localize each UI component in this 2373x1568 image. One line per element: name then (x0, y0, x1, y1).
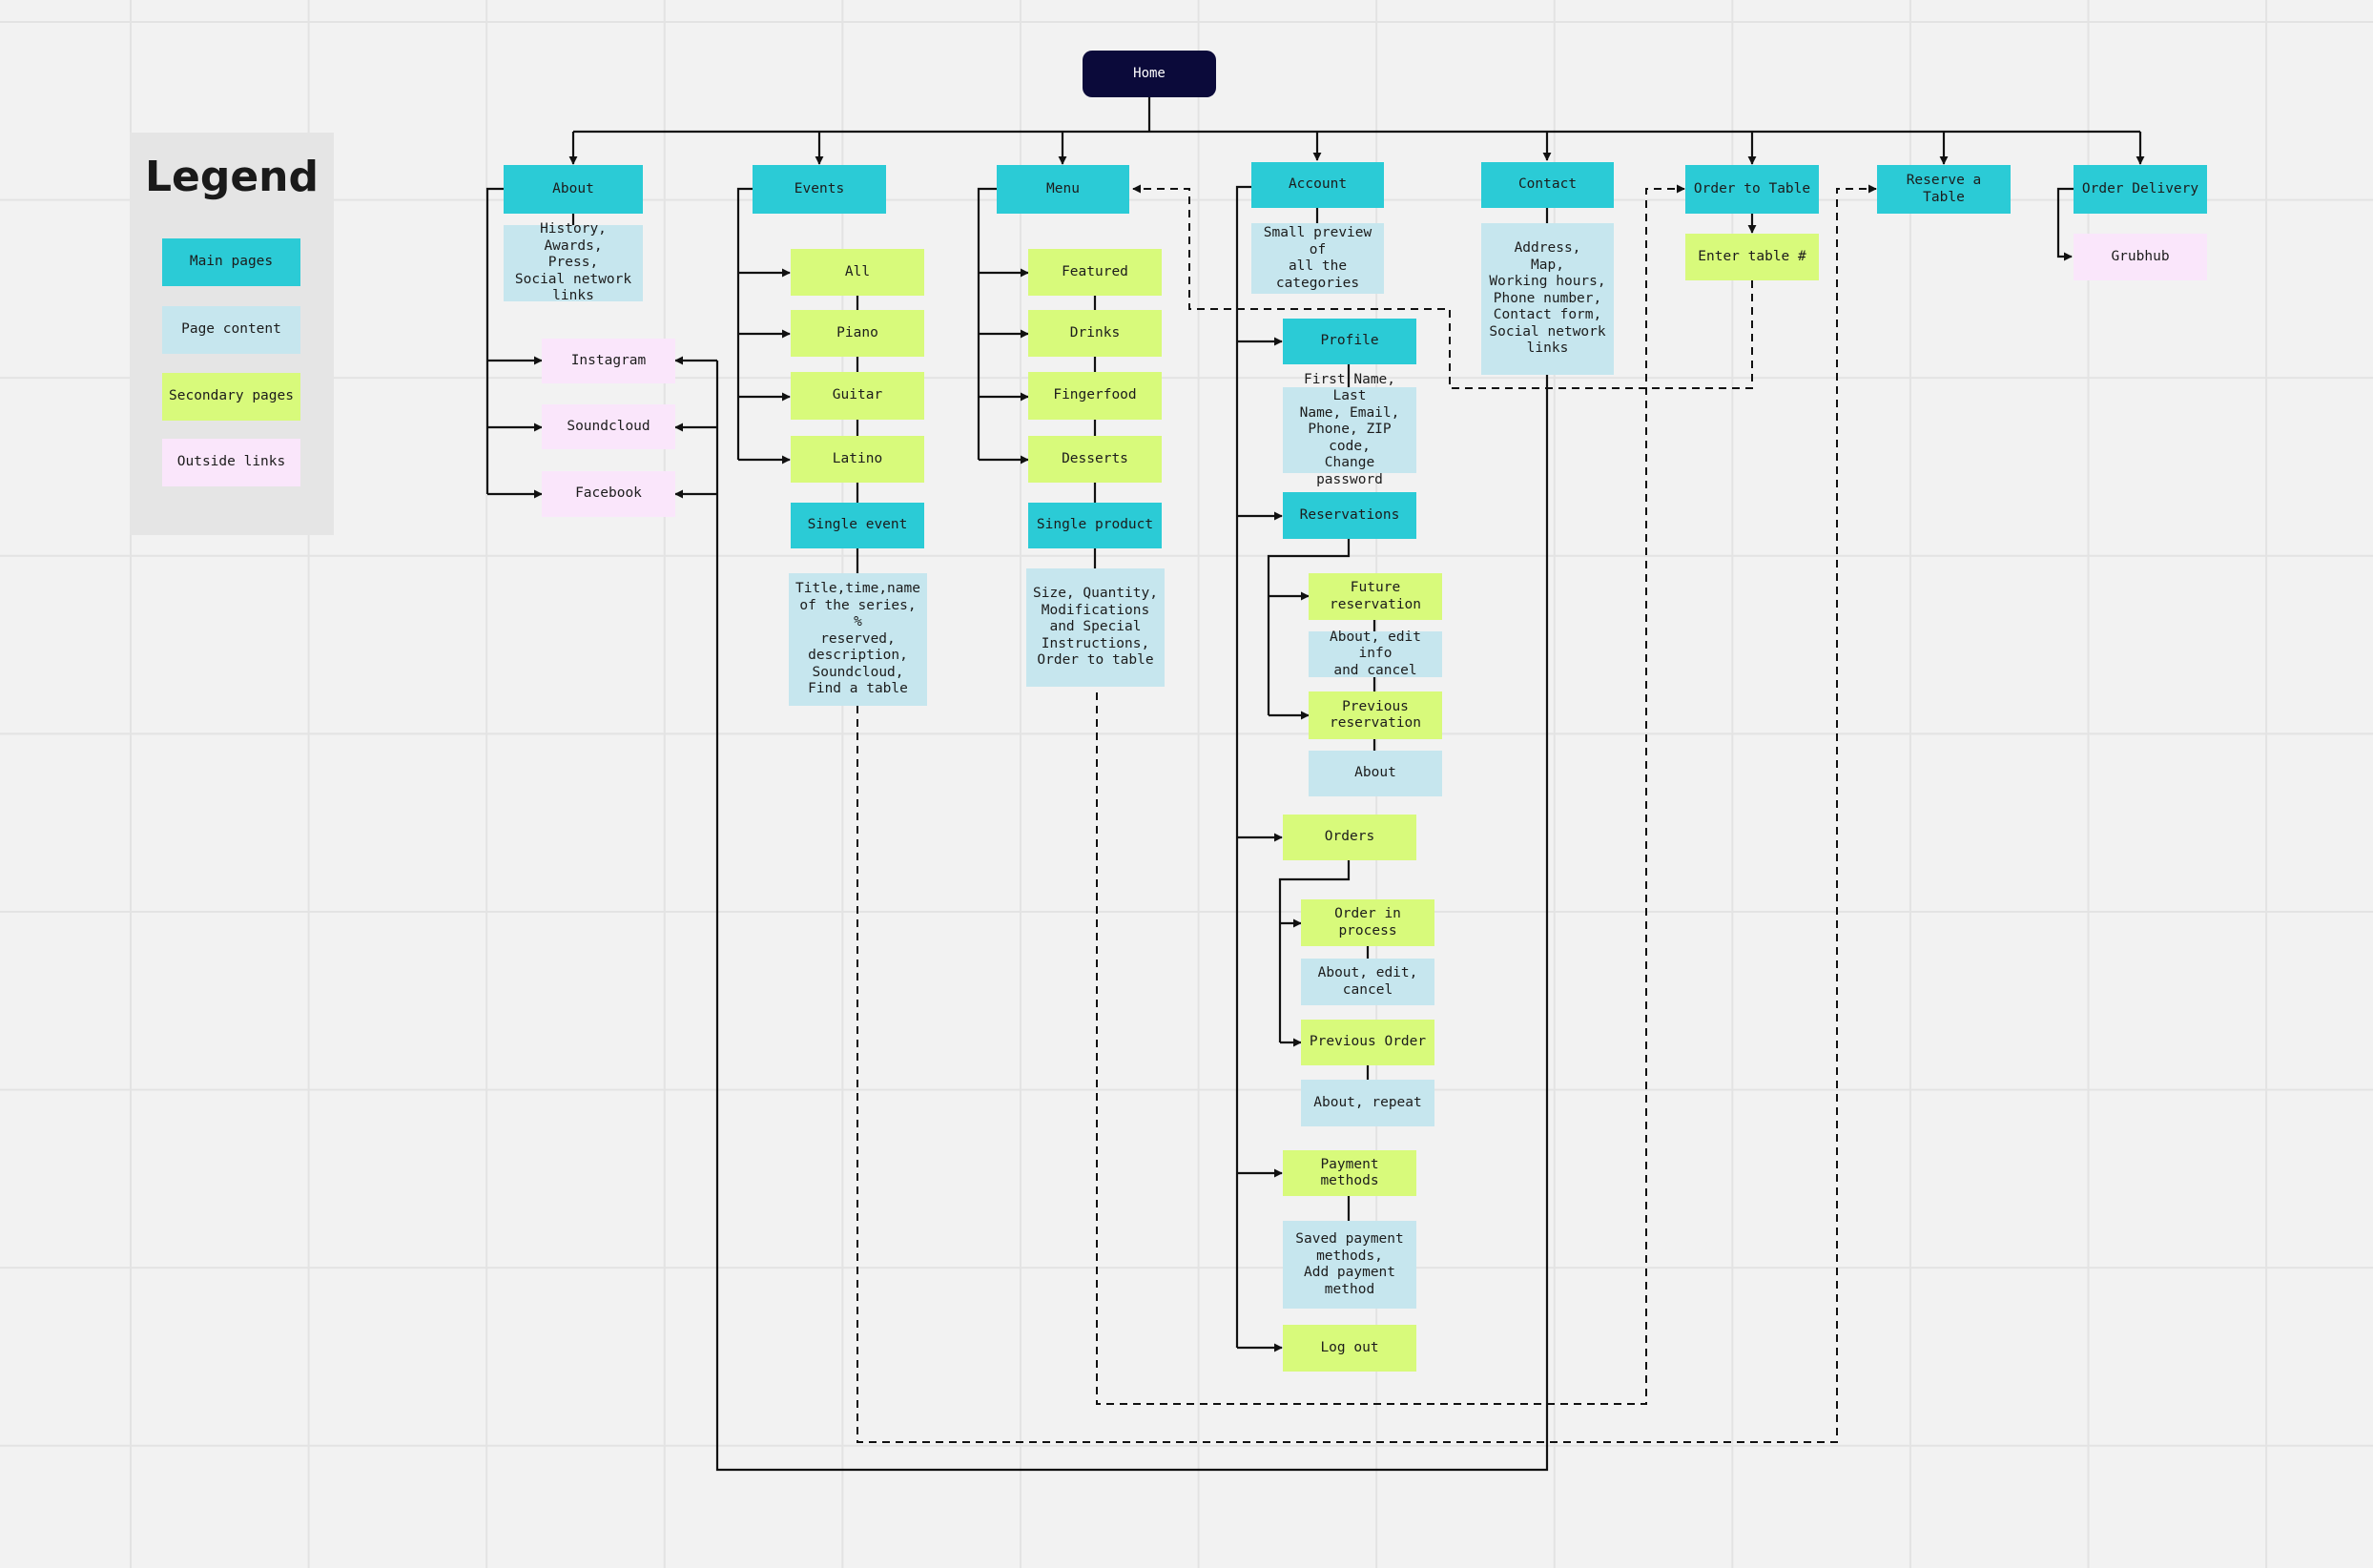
enter-table-to-menu-dashed-arrow (1132, 184, 1753, 389)
legend-secondary-pages: Secondary pages (162, 373, 300, 421)
events-latino-node[interactable]: Latino (791, 436, 924, 483)
order-delivery-to-grubhub-arrow (2056, 187, 2074, 261)
orders-trunk-connector (1278, 860, 1351, 1042)
about-node[interactable]: About (504, 165, 643, 214)
menu-node[interactable]: Menu (997, 165, 1129, 214)
previous-order-content: About, repeat (1301, 1080, 1434, 1126)
instagram-node[interactable]: Instagram (542, 339, 675, 383)
order-delivery-node[interactable]: Order Delivery (2074, 165, 2207, 214)
future-reservation-content: About, edit info and cancel (1309, 629, 1442, 678)
profile-content: First Name, Last Name, Email, Phone, ZIP… (1283, 372, 1416, 487)
facebook-node[interactable]: Facebook (542, 471, 675, 517)
events-node[interactable]: Events (753, 165, 886, 214)
single-product-content: Size, Quantity, Modifications and Specia… (1026, 568, 1165, 687)
log-out-node[interactable]: Log out (1283, 1325, 1416, 1372)
previous-reservation-node[interactable]: Previous reservation (1309, 691, 1442, 739)
about-content: History, Awards, Press, Social network l… (504, 221, 643, 303)
legend-title: Legend (144, 153, 320, 201)
contact-content: Address, Map, Working hours, Phone numbe… (1481, 223, 1614, 375)
home-node[interactable]: Home (1083, 51, 1216, 97)
account-content: Small preview of all the categories (1251, 223, 1384, 294)
contact-social-connector (715, 361, 1549, 1472)
payment-methods-node[interactable]: Payment methods (1283, 1150, 1416, 1196)
grubhub-node[interactable]: Grubhub (2074, 234, 2207, 280)
profile-node[interactable]: Profile (1283, 319, 1416, 364)
legend-page-content: Page content (162, 306, 300, 354)
order-in-process-node[interactable]: Order in process (1301, 899, 1434, 946)
single-event-node[interactable]: Single event (791, 503, 924, 548)
menu-trunk-connector (977, 187, 997, 460)
payment-methods-content: Saved payment methods, Add payment metho… (1283, 1221, 1416, 1309)
menu-fingerfood-node[interactable]: Fingerfood (1028, 372, 1162, 420)
previous-reservation-content: About (1309, 751, 1442, 796)
previous-order-node[interactable]: Previous Order (1301, 1020, 1434, 1065)
contact-node[interactable]: Contact (1481, 162, 1614, 208)
future-reservation-node[interactable]: Future reservation (1309, 573, 1442, 620)
single-product-node[interactable]: Single product (1028, 503, 1162, 548)
account-trunk-connector (1235, 185, 1251, 1348)
reserve-table-node[interactable]: Reserve a Table (1877, 165, 2011, 214)
single-product-to-order-table-dashed-arrow (1096, 184, 1685, 1405)
reservations-node[interactable]: Reservations (1283, 492, 1416, 539)
events-guitar-node[interactable]: Guitar (791, 372, 924, 420)
events-piano-node[interactable]: Piano (791, 310, 924, 357)
legend-main-pages: Main pages (162, 238, 300, 286)
single-event-to-reserve-table-dashed-arrow (856, 184, 1877, 1443)
enter-table-node[interactable]: Enter table # (1685, 234, 1819, 280)
order-to-table-node[interactable]: Order to Table (1685, 165, 1819, 214)
menu-featured-node[interactable]: Featured (1028, 249, 1162, 296)
account-node[interactable]: Account (1251, 162, 1384, 208)
single-event-content: Title,time,name of the series, % reserve… (789, 573, 927, 706)
menu-drinks-node[interactable]: Drinks (1028, 310, 1162, 357)
events-all-node[interactable]: All (791, 249, 924, 296)
soundcloud-node[interactable]: Soundcloud (542, 404, 675, 449)
about-links-connector (485, 187, 504, 494)
orders-node[interactable]: Orders (1283, 815, 1416, 860)
reservations-trunk-connector (1267, 539, 1351, 715)
menu-desserts-node[interactable]: Desserts (1028, 436, 1162, 483)
order-in-process-content: About, edit, cancel (1301, 959, 1434, 1005)
legend-outside-links: Outside links (162, 439, 300, 486)
events-trunk-connector (736, 187, 753, 460)
